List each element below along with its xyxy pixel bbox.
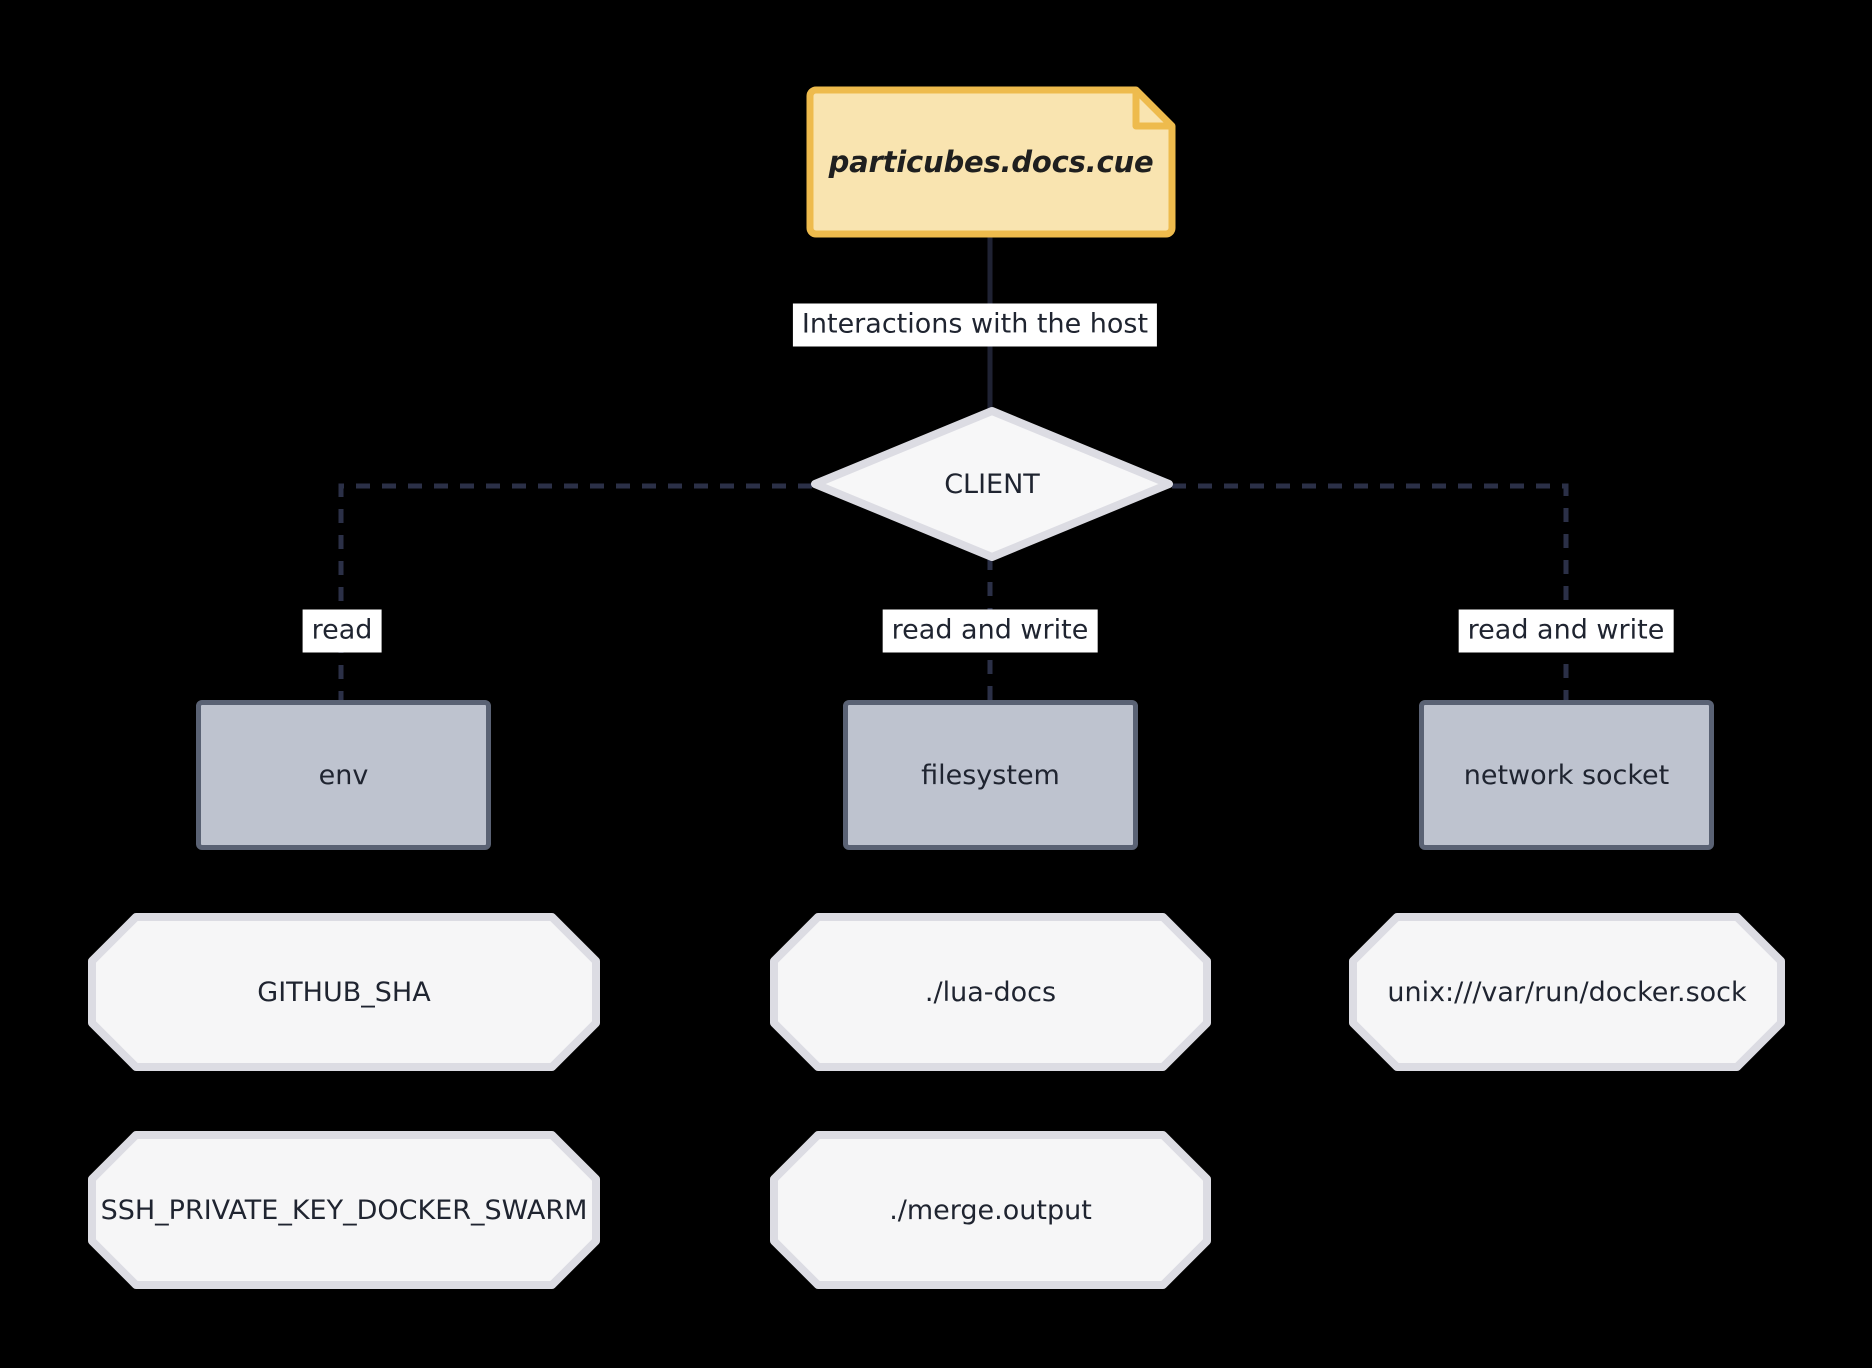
node-merge-output-label: ./merge.output — [889, 1194, 1092, 1226]
node-network-socket-label: network socket — [1463, 759, 1670, 791]
diamond-shape-icon — [811, 407, 1173, 561]
node-ssh-private-key-docker-swarm[interactable]: SSH_PRIVATE_KEY_DOCKER_SWARM — [87, 1130, 601, 1290]
node-filesystem[interactable]: filesystem — [843, 700, 1138, 850]
node-env-label: env — [318, 759, 369, 791]
node-ssh-private-key-docker-swarm-label: SSH_PRIVATE_KEY_DOCKER_SWARM — [100, 1194, 588, 1226]
node-client-label: CLIENT — [944, 468, 1040, 500]
octagon-shape-icon — [1349, 913, 1785, 1071]
node-github-sha[interactable]: GITHUB_SHA — [87, 912, 601, 1072]
edge-client-to-env — [338, 483, 812, 700]
node-network-socket[interactable]: network socket — [1419, 700, 1714, 850]
octagon-shape-icon — [770, 913, 1211, 1071]
edge-label-interactions-with-the-host: Interactions with the host — [792, 303, 1158, 347]
edge-client-to-network — [1172, 483, 1569, 700]
node-env[interactable]: env — [196, 700, 491, 850]
note-label: particubes.docs.cue — [828, 145, 1154, 179]
octagon-shape-icon — [88, 1131, 600, 1289]
note-shape-icon — [806, 86, 1176, 238]
octagon-shape-icon — [88, 913, 600, 1071]
node-filesystem-label: filesystem — [921, 759, 1060, 791]
node-docker-sock-label: unix:///var/run/docker.sock — [1387, 976, 1747, 1008]
node-client[interactable]: CLIENT — [810, 406, 1174, 562]
node-merge-output[interactable]: ./merge.output — [769, 1130, 1212, 1290]
node-lua-docs-label: ./lua-docs — [924, 976, 1057, 1008]
node-docker-sock[interactable]: unix:///var/run/docker.sock — [1348, 912, 1786, 1072]
octagon-shape-icon — [770, 1131, 1211, 1289]
edge-label-read-and-write-network: read and write — [1458, 609, 1674, 653]
node-lua-docs[interactable]: ./lua-docs — [769, 912, 1212, 1072]
edge-label-read: read — [302, 609, 382, 653]
node-note-particubes-docs-cue[interactable]: particubes.docs.cue — [806, 86, 1176, 238]
node-github-sha-label: GITHUB_SHA — [257, 976, 431, 1008]
edge-label-read-and-write-filesystem: read and write — [882, 609, 1098, 653]
